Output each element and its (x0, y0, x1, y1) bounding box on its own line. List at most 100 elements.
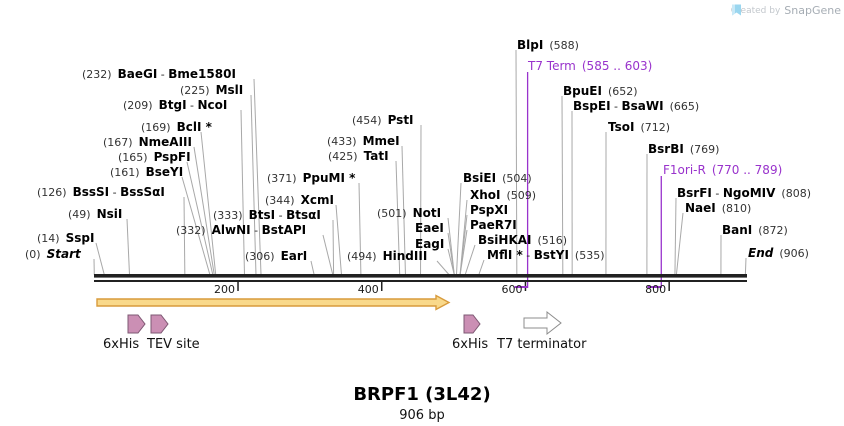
site-name-separator: - (109, 186, 121, 199)
site-name-part: BpuEI (563, 84, 602, 98)
site-name-part: PspXI (470, 203, 509, 217)
site-name-part: XhoI (470, 188, 501, 202)
leader-line (322, 234, 334, 276)
restriction-site-label: (225)MslI (180, 82, 244, 98)
leader-line (126, 218, 131, 276)
site-name-part: BtgI (158, 98, 187, 112)
title-block: BRPF1 (3L42) 906 bp (0, 384, 844, 423)
site-position: (232) (82, 68, 112, 81)
site-name-separator: - (522, 249, 534, 262)
site-name-part: F1ori-R (663, 163, 706, 177)
site-name-part: Bme1580I (168, 67, 236, 81)
site-position: (652) (607, 85, 638, 98)
site-position: (306) (245, 250, 275, 263)
site-name-part: BsrBI (648, 142, 684, 156)
site-name-part: MslI (215, 83, 244, 97)
site-name-part: BspEI (573, 99, 611, 113)
leader-line (447, 248, 455, 276)
site-name: BspEI - BsaWI (573, 98, 664, 114)
site-name: BtsI - BtsαI (249, 207, 321, 223)
restriction-site-label: BsrFI - NgoMIV(808) (677, 185, 811, 201)
site-name: Start (47, 246, 81, 261)
restriction-site-label: PaeR7I (470, 217, 517, 232)
feature-label: 6xHis (103, 337, 140, 352)
site-position: (454) (352, 114, 382, 127)
site-name-part: NmeAIII (138, 135, 192, 149)
restriction-site-label: (161)BseYI (110, 164, 183, 180)
site-name-part: MmeI (362, 134, 400, 148)
site-name: BsiHKAI (478, 232, 532, 247)
site-name: MmeI (363, 133, 400, 148)
leader-line (250, 94, 257, 276)
site-position: (872) (758, 224, 788, 237)
ruler-tick (668, 281, 670, 291)
restriction-site-label: (371) PpuMI * (267, 170, 356, 186)
site-position: (371) (267, 172, 297, 185)
site-name-part: EarI (280, 249, 308, 263)
site-name-part: BstAPI (261, 223, 307, 237)
orf-arrow (96, 294, 451, 311)
site-name: NsiI (97, 206, 123, 221)
site-name: PstI (388, 112, 414, 127)
feature-label: T7 terminator (497, 337, 587, 352)
leader-line (674, 197, 677, 276)
site-position: (810) (721, 202, 752, 215)
leader-line (395, 160, 401, 276)
site-position: (0) (25, 248, 41, 261)
feature-arrow-t7-terminator (523, 310, 562, 336)
site-name-part: End (748, 246, 774, 260)
site-position: (344) (265, 194, 295, 207)
leader-line (436, 260, 450, 276)
site-name-part: EaeI (415, 221, 444, 235)
restriction-site-label: PspXI (470, 202, 508, 217)
leader-line (193, 146, 215, 276)
site-name: MflI * - BstYI (487, 247, 569, 263)
site-name: AlwNI - BstAPI (212, 222, 307, 238)
site-name: PpuMI * (303, 170, 356, 185)
site-name-separator: - (275, 209, 287, 222)
restriction-site-label: (454) PstI (352, 112, 414, 128)
site-position: (585 .. 603) (581, 59, 653, 73)
site-position: (770 .. 789) (711, 163, 783, 177)
leader-line (459, 229, 468, 276)
site-name: PaeR7I (470, 217, 517, 232)
leader-line (181, 176, 211, 276)
site-position: (535) (574, 249, 605, 262)
ruler-tick (380, 281, 383, 291)
leader-line (464, 244, 476, 276)
ruler-tick (237, 281, 239, 291)
site-name-part: NgoMIV (722, 186, 776, 200)
site-name-separator: - (250, 224, 262, 237)
site-name-part: NotI (412, 206, 442, 220)
restriction-site-label: (14)SspI (37, 230, 95, 246)
site-name: NotI (413, 205, 442, 220)
leader-line (478, 259, 485, 276)
restriction-site-label: (0) Start (25, 246, 81, 262)
map-title: BRPF1 (3L42) (353, 384, 491, 405)
sequence-ruler-bottom (94, 280, 747, 282)
site-name: EagI (415, 236, 444, 251)
site-name: PspXI (470, 202, 508, 217)
site-position: (906) (779, 247, 809, 260)
leader-line (240, 109, 245, 276)
site-name: T7 Term (528, 58, 576, 73)
restriction-site-label: XhoI(509) (470, 187, 536, 203)
site-name-part: MflI * (487, 248, 523, 262)
restriction-site-label: (332)AlwNI - BstAPI (176, 222, 307, 238)
leader-line (95, 242, 105, 276)
restriction-site-label: (333)BtsI - BtsαI (213, 207, 321, 223)
restriction-site-label: (209)BtgI - NcoI (123, 97, 227, 113)
site-name-part: BstYI (533, 248, 569, 262)
restriction-site-label: BsiHKAI(516) (478, 232, 567, 248)
site-name: PspFI (154, 149, 191, 164)
primer-label: T7 Term (585 .. 603) (528, 58, 652, 73)
restriction-site-label: (494)HindIII (347, 248, 427, 264)
site-name: SspI (66, 230, 95, 245)
leader-line (515, 49, 518, 276)
ruler-tick-label: 800 (645, 283, 667, 296)
leader-line (447, 232, 455, 276)
site-position: (769) (689, 143, 720, 156)
site-name: BpuEI (563, 83, 602, 98)
site-name-part: BanI (722, 223, 753, 237)
site-name-part: SspI (65, 231, 95, 245)
